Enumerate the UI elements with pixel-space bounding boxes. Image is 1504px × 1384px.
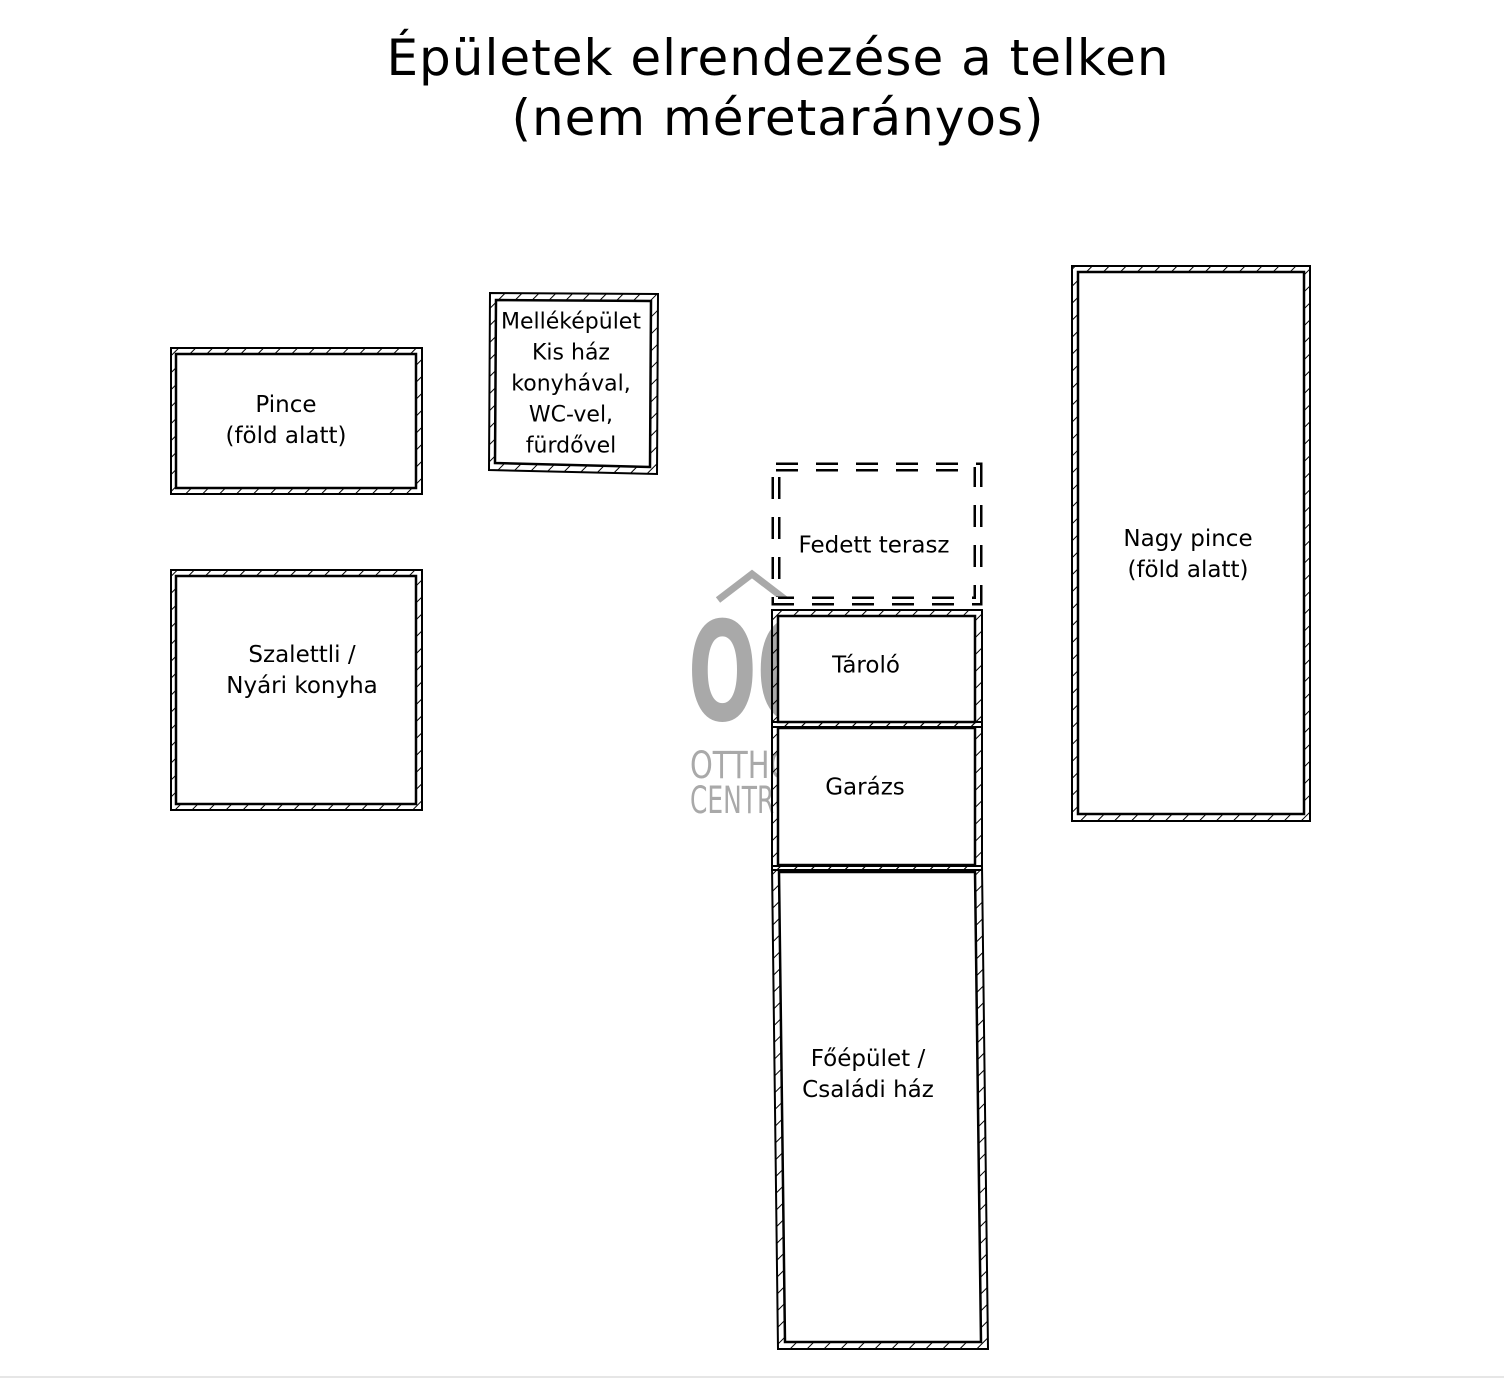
building-pince	[170, 347, 423, 495]
bottom-divider	[0, 1376, 1504, 1378]
label-szalettli: Szalettli / Nyári konyha	[226, 642, 378, 699]
building-nagy-pince	[1071, 265, 1311, 822]
building-tarolo	[771, 609, 983, 728]
title-line-1: Épületek elrendezése a telken	[386, 29, 1170, 87]
label-nagy-pince: Nagy pince (föld alatt)	[1123, 526, 1253, 583]
building-mellekepulet	[487, 291, 660, 476]
label-tarolo: Tároló	[832, 652, 900, 679]
label-pince: Pince (föld alatt)	[225, 392, 347, 449]
label-foepulet: Főépület / Családi ház	[802, 1046, 934, 1103]
label-mellekepulet: Melléképület Kis ház konyhával, WC-vel, …	[501, 309, 641, 459]
label-fedett-terasz: Fedett terasz	[798, 532, 950, 559]
building-szalettli	[170, 569, 423, 811]
building-fedett-terasz	[771, 462, 983, 606]
diagram-title: Épületek elrendezése a telken (nem méret…	[0, 28, 1504, 148]
building-garazs	[771, 721, 983, 871]
building-foepulet	[770, 865, 990, 1350]
logo-roof-icon	[715, 569, 789, 603]
title-line-2: (nem méretarányos)	[511, 89, 1045, 147]
label-garazs: Garázs	[825, 774, 905, 801]
